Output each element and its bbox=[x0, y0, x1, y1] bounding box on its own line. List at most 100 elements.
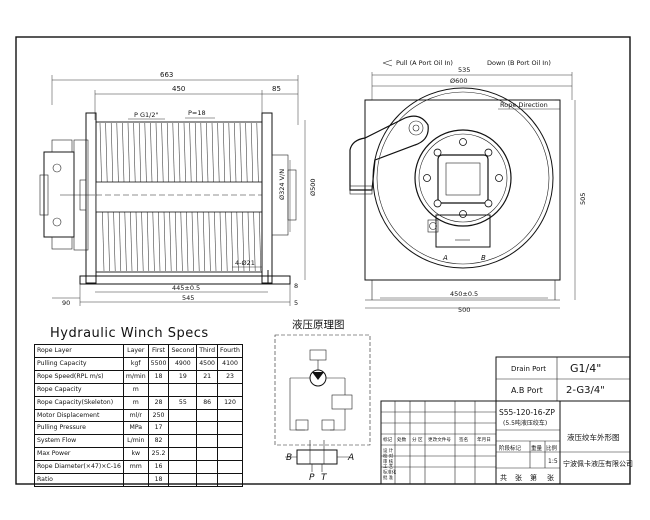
spec-cell: Rope Diameter(×47)×C-16 bbox=[34, 460, 124, 475]
right-flange bbox=[261, 112, 273, 284]
rev-header: 标记 bbox=[383, 436, 393, 443]
drum-grooves bbox=[99, 122, 262, 272]
spec-cell bbox=[196, 382, 219, 397]
sheet-word: 张 bbox=[515, 473, 522, 482]
rope-direction-label: Rope Direction bbox=[500, 101, 548, 109]
drain-port-label: Drain Port bbox=[511, 365, 546, 373]
spec-cell bbox=[217, 460, 243, 475]
drawing-title: 液压绞车外形图 bbox=[567, 432, 620, 442]
dim-500-front: 500 bbox=[458, 306, 470, 314]
spec-cell: 19 bbox=[168, 369, 198, 384]
dim-450: 450 bbox=[172, 85, 185, 93]
hub-bolts bbox=[423, 138, 503, 218]
circuit-title: 液压原理图 bbox=[292, 319, 345, 331]
spec-cell bbox=[196, 421, 219, 436]
spec-cell: m bbox=[122, 382, 149, 397]
spec-cell: 250 bbox=[147, 408, 170, 423]
hydraulic-circuit: B A P T bbox=[274, 334, 371, 483]
spec-cell: System Flow bbox=[34, 434, 124, 449]
model-subtitle: (5.5吨液压绞车) bbox=[503, 419, 547, 427]
spec-cell: 120 bbox=[217, 395, 243, 410]
spec-cell bbox=[217, 382, 243, 397]
hub-bolt bbox=[495, 174, 503, 182]
revision-grid: 标记处数分 区更改文件号签名年月日设 计校 对审 核工 艺标准化批 准 bbox=[381, 400, 496, 485]
hub-bolt bbox=[433, 199, 442, 208]
spec-cell: Max Power bbox=[34, 447, 124, 462]
motor-square bbox=[437, 154, 489, 204]
sign-row-label: 审 核 bbox=[383, 458, 394, 465]
pitch-label: P=18 bbox=[188, 109, 206, 117]
spec-cell: Rope Speed(RPL m/s) bbox=[34, 369, 124, 384]
spec-cell: Pulling Pressure bbox=[34, 421, 124, 436]
spec-header-cell: Third bbox=[196, 344, 219, 358]
pull-label: Pull (A Port Oil In) bbox=[396, 59, 453, 67]
valve-block bbox=[435, 214, 491, 248]
spec-cell: 28 bbox=[147, 395, 170, 410]
spec-cell: kgf bbox=[122, 356, 149, 371]
rev-header: 分 区 bbox=[412, 436, 423, 443]
sign-row-label: 校 对 bbox=[383, 452, 394, 459]
stage-mark: 阶段标记 bbox=[499, 444, 522, 452]
sign-row-label: 批 准 bbox=[383, 474, 394, 481]
spec-cell: 25.2 bbox=[147, 447, 170, 462]
model-number: S55-120-16-ZP bbox=[499, 408, 555, 417]
spec-header-cell: First bbox=[147, 344, 170, 358]
spec-cell: 82 bbox=[147, 434, 170, 449]
ab-port-label: A.B Port bbox=[511, 386, 543, 395]
spec-cell: 55 bbox=[168, 395, 198, 410]
hub-bolt bbox=[484, 199, 493, 208]
spec-cell: 4900 bbox=[168, 356, 198, 371]
scale-label: 比例 bbox=[546, 444, 558, 452]
spec-cell bbox=[217, 447, 243, 462]
dim-450-front: 450±0.5 bbox=[450, 290, 478, 298]
circuit-label-a: A bbox=[347, 453, 354, 463]
spec-cell bbox=[196, 473, 219, 487]
spec-cell bbox=[168, 421, 198, 436]
dim-535: 535 bbox=[458, 66, 470, 74]
spec-cell: mm bbox=[122, 460, 149, 475]
circuit-label-b: B bbox=[286, 453, 292, 463]
spec-cell: 4100 bbox=[217, 356, 243, 371]
hub-bolt bbox=[459, 138, 467, 146]
dim-5: 5 bbox=[294, 299, 298, 307]
title-block: Drain Port G1/4" A.B Port 2-G3/4" S55-12… bbox=[380, 356, 633, 485]
port-a-label: A bbox=[442, 254, 448, 262]
dim-500: Ø500 bbox=[309, 178, 317, 196]
spec-cell: 17 bbox=[147, 421, 170, 436]
spec-cell bbox=[196, 447, 219, 462]
dim-445: 445±0.5 bbox=[172, 284, 200, 292]
dim-324: Ø324 V/N bbox=[278, 169, 286, 200]
spec-cell bbox=[168, 460, 198, 475]
motor-hub-outer bbox=[414, 129, 512, 227]
scale-value: 1:5 bbox=[548, 458, 558, 465]
spec-cell bbox=[147, 382, 170, 397]
spec-cell: ml/r bbox=[122, 408, 149, 423]
sign-row-label: 标准化 bbox=[383, 469, 397, 476]
sign-row-label: 工 艺 bbox=[383, 464, 394, 470]
ab-port-value: 2-G3/4" bbox=[566, 385, 605, 396]
balance-valve bbox=[331, 394, 353, 410]
spec-cell bbox=[168, 382, 198, 397]
spec-cell: Pulling Capacity bbox=[34, 356, 124, 371]
rev-header: 更改文件号 bbox=[428, 436, 451, 443]
spec-cell: 16 bbox=[147, 460, 170, 475]
spec-cell bbox=[122, 473, 149, 487]
pitch-thread-label: P G1/2" bbox=[134, 111, 158, 119]
brake-symbol bbox=[309, 349, 327, 361]
hub-bolt bbox=[423, 174, 431, 182]
spec-cell bbox=[217, 473, 243, 487]
drain-port-value: G1/4" bbox=[570, 362, 601, 375]
dim-85: 85 bbox=[272, 85, 281, 93]
down-label: Down (B Port Oil In) bbox=[487, 59, 551, 67]
weight-label: 重量 bbox=[531, 444, 543, 452]
spec-cell: 21 bbox=[196, 369, 219, 384]
sign-row-label: 设 计 bbox=[383, 447, 394, 454]
spec-cell bbox=[168, 447, 198, 462]
